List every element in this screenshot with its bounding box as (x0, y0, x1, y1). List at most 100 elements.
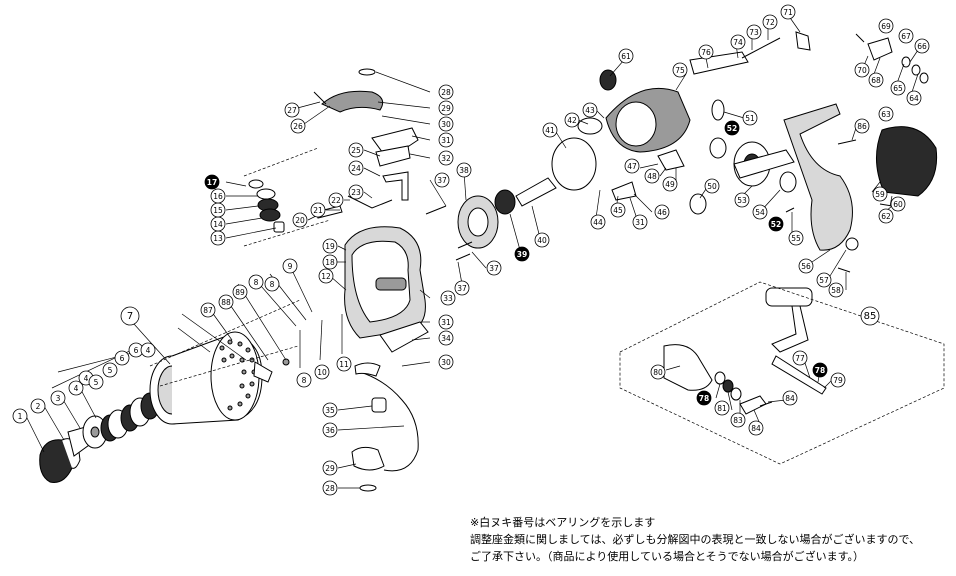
callout-circle (284, 102, 300, 118)
callout-circle (788, 230, 804, 246)
callout-circle (296, 372, 312, 388)
callout-circle (878, 18, 894, 34)
callout-circle (264, 276, 280, 292)
part-number-label: 4 (74, 384, 79, 393)
callout-circle (816, 272, 832, 288)
part-number-label: 7 (127, 311, 133, 322)
callout-circle (88, 374, 104, 390)
callout-circle (318, 268, 334, 284)
part-number-label: 37 (437, 176, 447, 185)
drag-knob-part (39, 392, 160, 483)
part-number-label: 22 (331, 196, 341, 205)
part-number-label: 39 (517, 250, 527, 259)
part-number-label: 58 (831, 286, 841, 295)
callout-circle (828, 282, 844, 298)
footnotes: ※白ヌキ番号はベアリングを示します 調整座金類に関しましては、必ずしも分解図中の… (470, 514, 950, 565)
callout-circle (336, 356, 352, 372)
part-number-label: 33 (443, 294, 453, 303)
callout-circle (328, 192, 344, 208)
part-number-label: 56 (801, 262, 811, 271)
callout-circle (438, 100, 454, 116)
part-number-label: 88 (221, 298, 231, 307)
callout-circle (310, 202, 326, 218)
callout-circle (248, 274, 264, 290)
callout-circle (878, 208, 894, 224)
part-number-label: 29 (441, 104, 451, 113)
part-number-label: 38 (459, 166, 469, 175)
callout-circle (812, 362, 828, 378)
callout-circle (906, 90, 922, 106)
callout-circle (860, 306, 880, 326)
part-number-label: 72 (765, 18, 775, 27)
callout-circle (102, 362, 118, 378)
part-number-label: 54 (755, 208, 765, 217)
main-gear-part (733, 37, 938, 251)
callout-circle (730, 34, 746, 50)
part-number-label: 50 (707, 182, 717, 191)
part-number-label: 11 (339, 360, 349, 369)
callout-circle (798, 258, 814, 274)
part-number-label: 60 (893, 200, 903, 209)
callout-circle (322, 480, 338, 496)
callout-circle (696, 390, 712, 406)
part-number-label: 4 (146, 346, 151, 355)
callout-circle (514, 246, 530, 262)
callout-circle (698, 44, 714, 60)
part-number-label: 8 (254, 278, 259, 287)
callout-circle (662, 176, 678, 192)
callout-circle (438, 150, 454, 166)
part-number-label: 61 (621, 52, 631, 61)
callout-circle (762, 14, 778, 30)
part-number-label: 68 (871, 76, 881, 85)
part-number-label: 65 (893, 84, 903, 93)
part-number-label: 70 (857, 66, 867, 75)
callout-circle (582, 102, 598, 118)
part-number-label: 73 (749, 28, 759, 37)
callout-circle (322, 254, 338, 270)
part-number-label: 78 (699, 394, 709, 403)
part-number-label: 9 (288, 262, 293, 271)
part-number-label: 17 (207, 178, 217, 187)
callout-circle (322, 238, 338, 254)
part-number-label: 23 (351, 188, 361, 197)
part-number-label: 5 (108, 366, 113, 375)
callout-circle (768, 216, 784, 232)
part-number-label: 44 (593, 218, 603, 227)
callout-circle (590, 214, 606, 230)
part-number-label: 14 (213, 220, 223, 229)
part-number-label: 66 (917, 42, 927, 51)
callout-circle (746, 24, 762, 40)
part-number-label: 1 (18, 412, 23, 421)
callout-circle (322, 422, 338, 438)
rotor-part (344, 226, 429, 492)
part-number-label: 29 (325, 464, 335, 473)
part-number-label: 87 (203, 306, 213, 315)
callout-circle (50, 390, 66, 406)
callout-circle (440, 290, 456, 306)
callout-circle (434, 172, 450, 188)
callout-circle (120, 306, 140, 326)
part-number-label: 8 (270, 280, 275, 289)
callout-circle (714, 400, 730, 416)
part-number-label: 32 (441, 154, 451, 163)
callout-circle (704, 178, 720, 194)
part-number-label: 2 (36, 402, 41, 411)
part-number-label: 20 (295, 216, 305, 225)
callout-circle (672, 62, 688, 78)
part-number-label: 18 (325, 258, 335, 267)
callout-circle (644, 168, 660, 184)
part-number-label: 34 (441, 334, 451, 343)
callout-circle (542, 122, 558, 138)
part-number-label: 24 (351, 164, 361, 173)
part-number-label: 89 (235, 288, 245, 297)
callout-circle (438, 84, 454, 100)
callout-circle (742, 110, 758, 126)
part-number-label: 28 (325, 484, 335, 493)
part-number-label: 49 (665, 180, 675, 189)
callout-circle (30, 398, 46, 414)
part-number-label: 53 (737, 196, 747, 205)
part-number-label: 43 (585, 106, 595, 115)
callout-circle (898, 28, 914, 44)
callout-circle (618, 48, 634, 64)
